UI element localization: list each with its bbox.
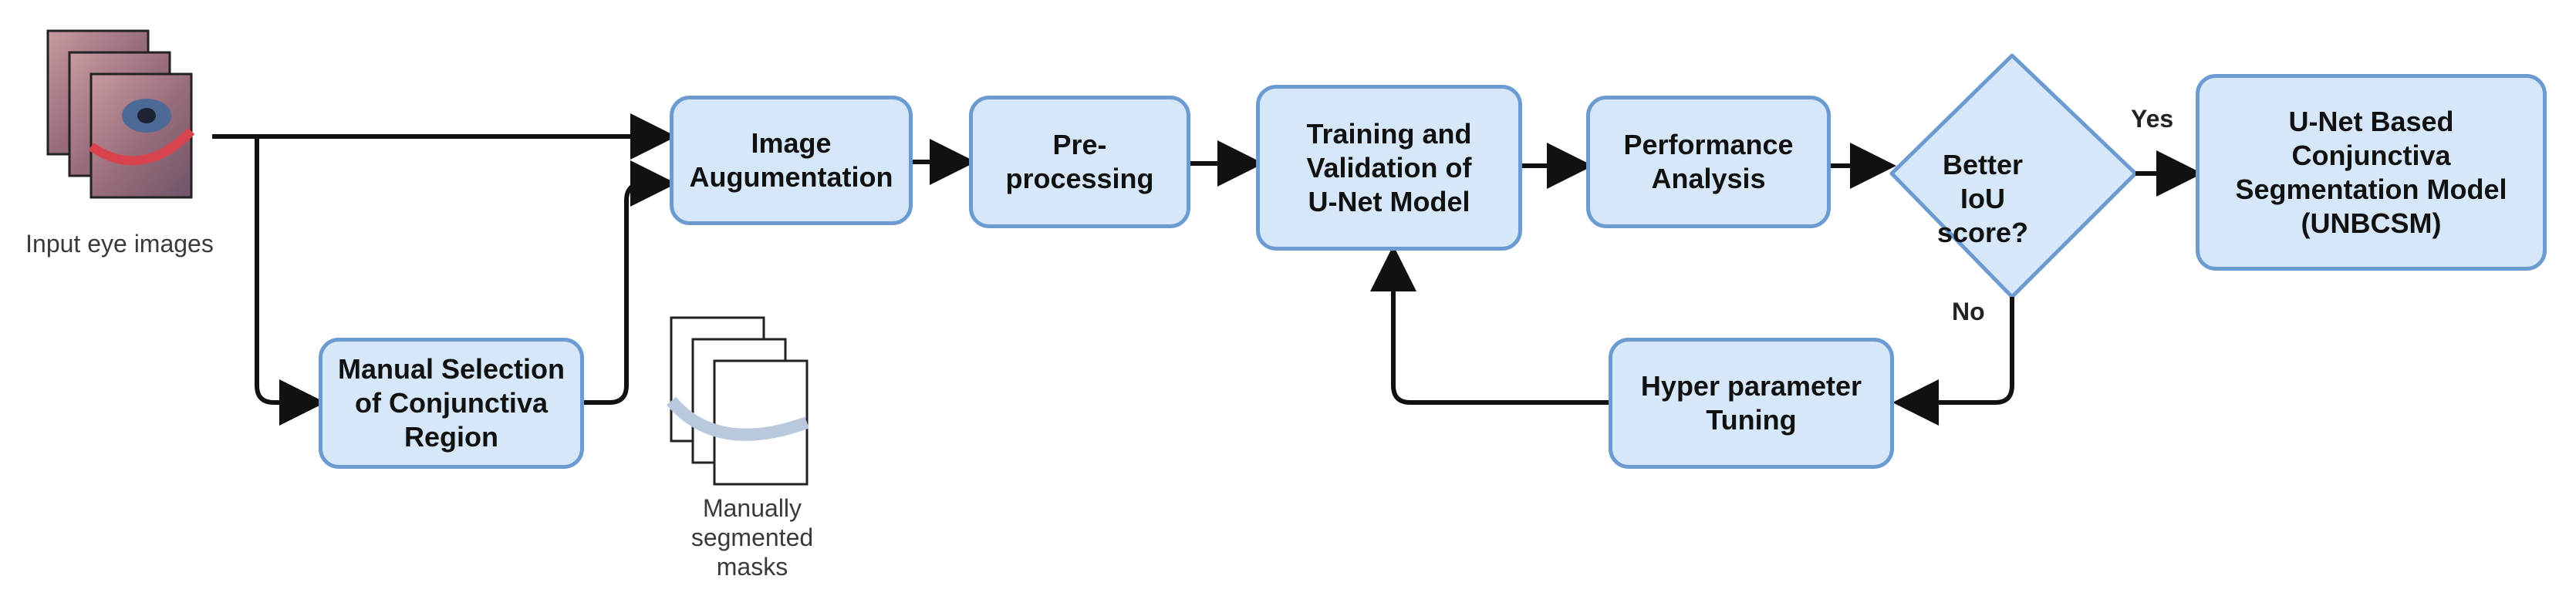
final-model-box: U-Net Based Conjunctiva Segmentation Mod… [2196, 74, 2547, 271]
hyper-parameter-tuning-box: Hyper parameter Tuning [1609, 338, 1894, 469]
edge-manual-selection-to-augmentation [584, 160, 677, 405]
edge-decision-no-to-tuning [1892, 297, 2014, 426]
performance-analysis-box: Performance Analysis [1586, 96, 1831, 228]
decision-label: Better IoU score? [1936, 149, 2029, 248]
masks-label: Manually segmented masks [690, 494, 814, 581]
training-validation-box: Training and Validation of U-Net Model [1256, 85, 1522, 251]
image-augmentation-box: Image Augumentation [670, 96, 913, 225]
preprocessing-box: Pre- processing [969, 96, 1190, 228]
edge-tuning-to-training [1370, 245, 1609, 405]
no-label: No [1952, 298, 1985, 325]
input-eye-images-icon [46, 29, 195, 199]
edge-input-to-manual-selection [255, 136, 326, 426]
edges [212, 113, 2203, 426]
segmented-masks-icon [666, 316, 809, 486]
input-images-label: Input eye images [25, 230, 214, 258]
yes-label: Yes [2131, 105, 2174, 133]
manual-selection-box: Manual Selection of Conjunctiva Region [319, 338, 584, 469]
